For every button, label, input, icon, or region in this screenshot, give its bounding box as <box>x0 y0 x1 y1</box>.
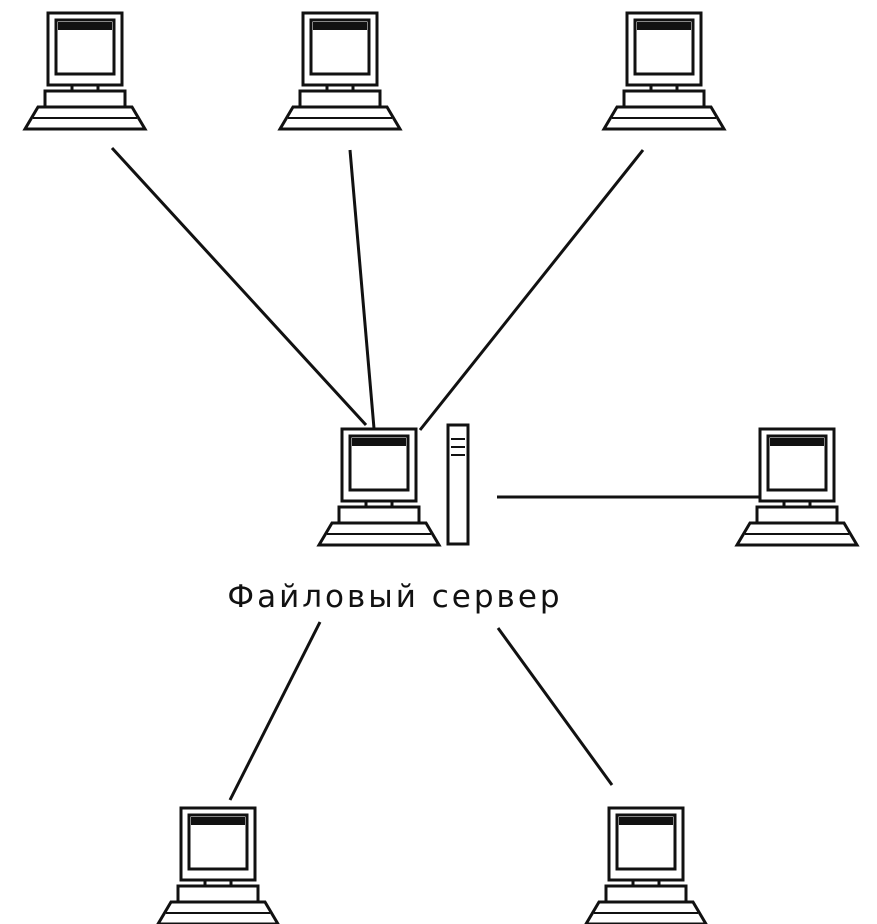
workstation-top-right <box>602 11 726 131</box>
link-ws-top-center <box>348 149 377 441</box>
workstation-bottom-left <box>156 806 280 924</box>
link-ws-top-left <box>110 146 368 427</box>
workstation-bottom-right <box>584 806 708 924</box>
workstation-right <box>735 427 859 547</box>
workstation-top-center <box>278 11 402 131</box>
file-server-label: Файловый сервер <box>227 579 563 615</box>
link-ws-bottom-right <box>496 627 614 786</box>
file-server <box>317 423 470 547</box>
link-ws-bottom-left <box>228 621 322 801</box>
link-ws-top-right <box>418 149 645 431</box>
workstation-top-left <box>23 11 147 131</box>
